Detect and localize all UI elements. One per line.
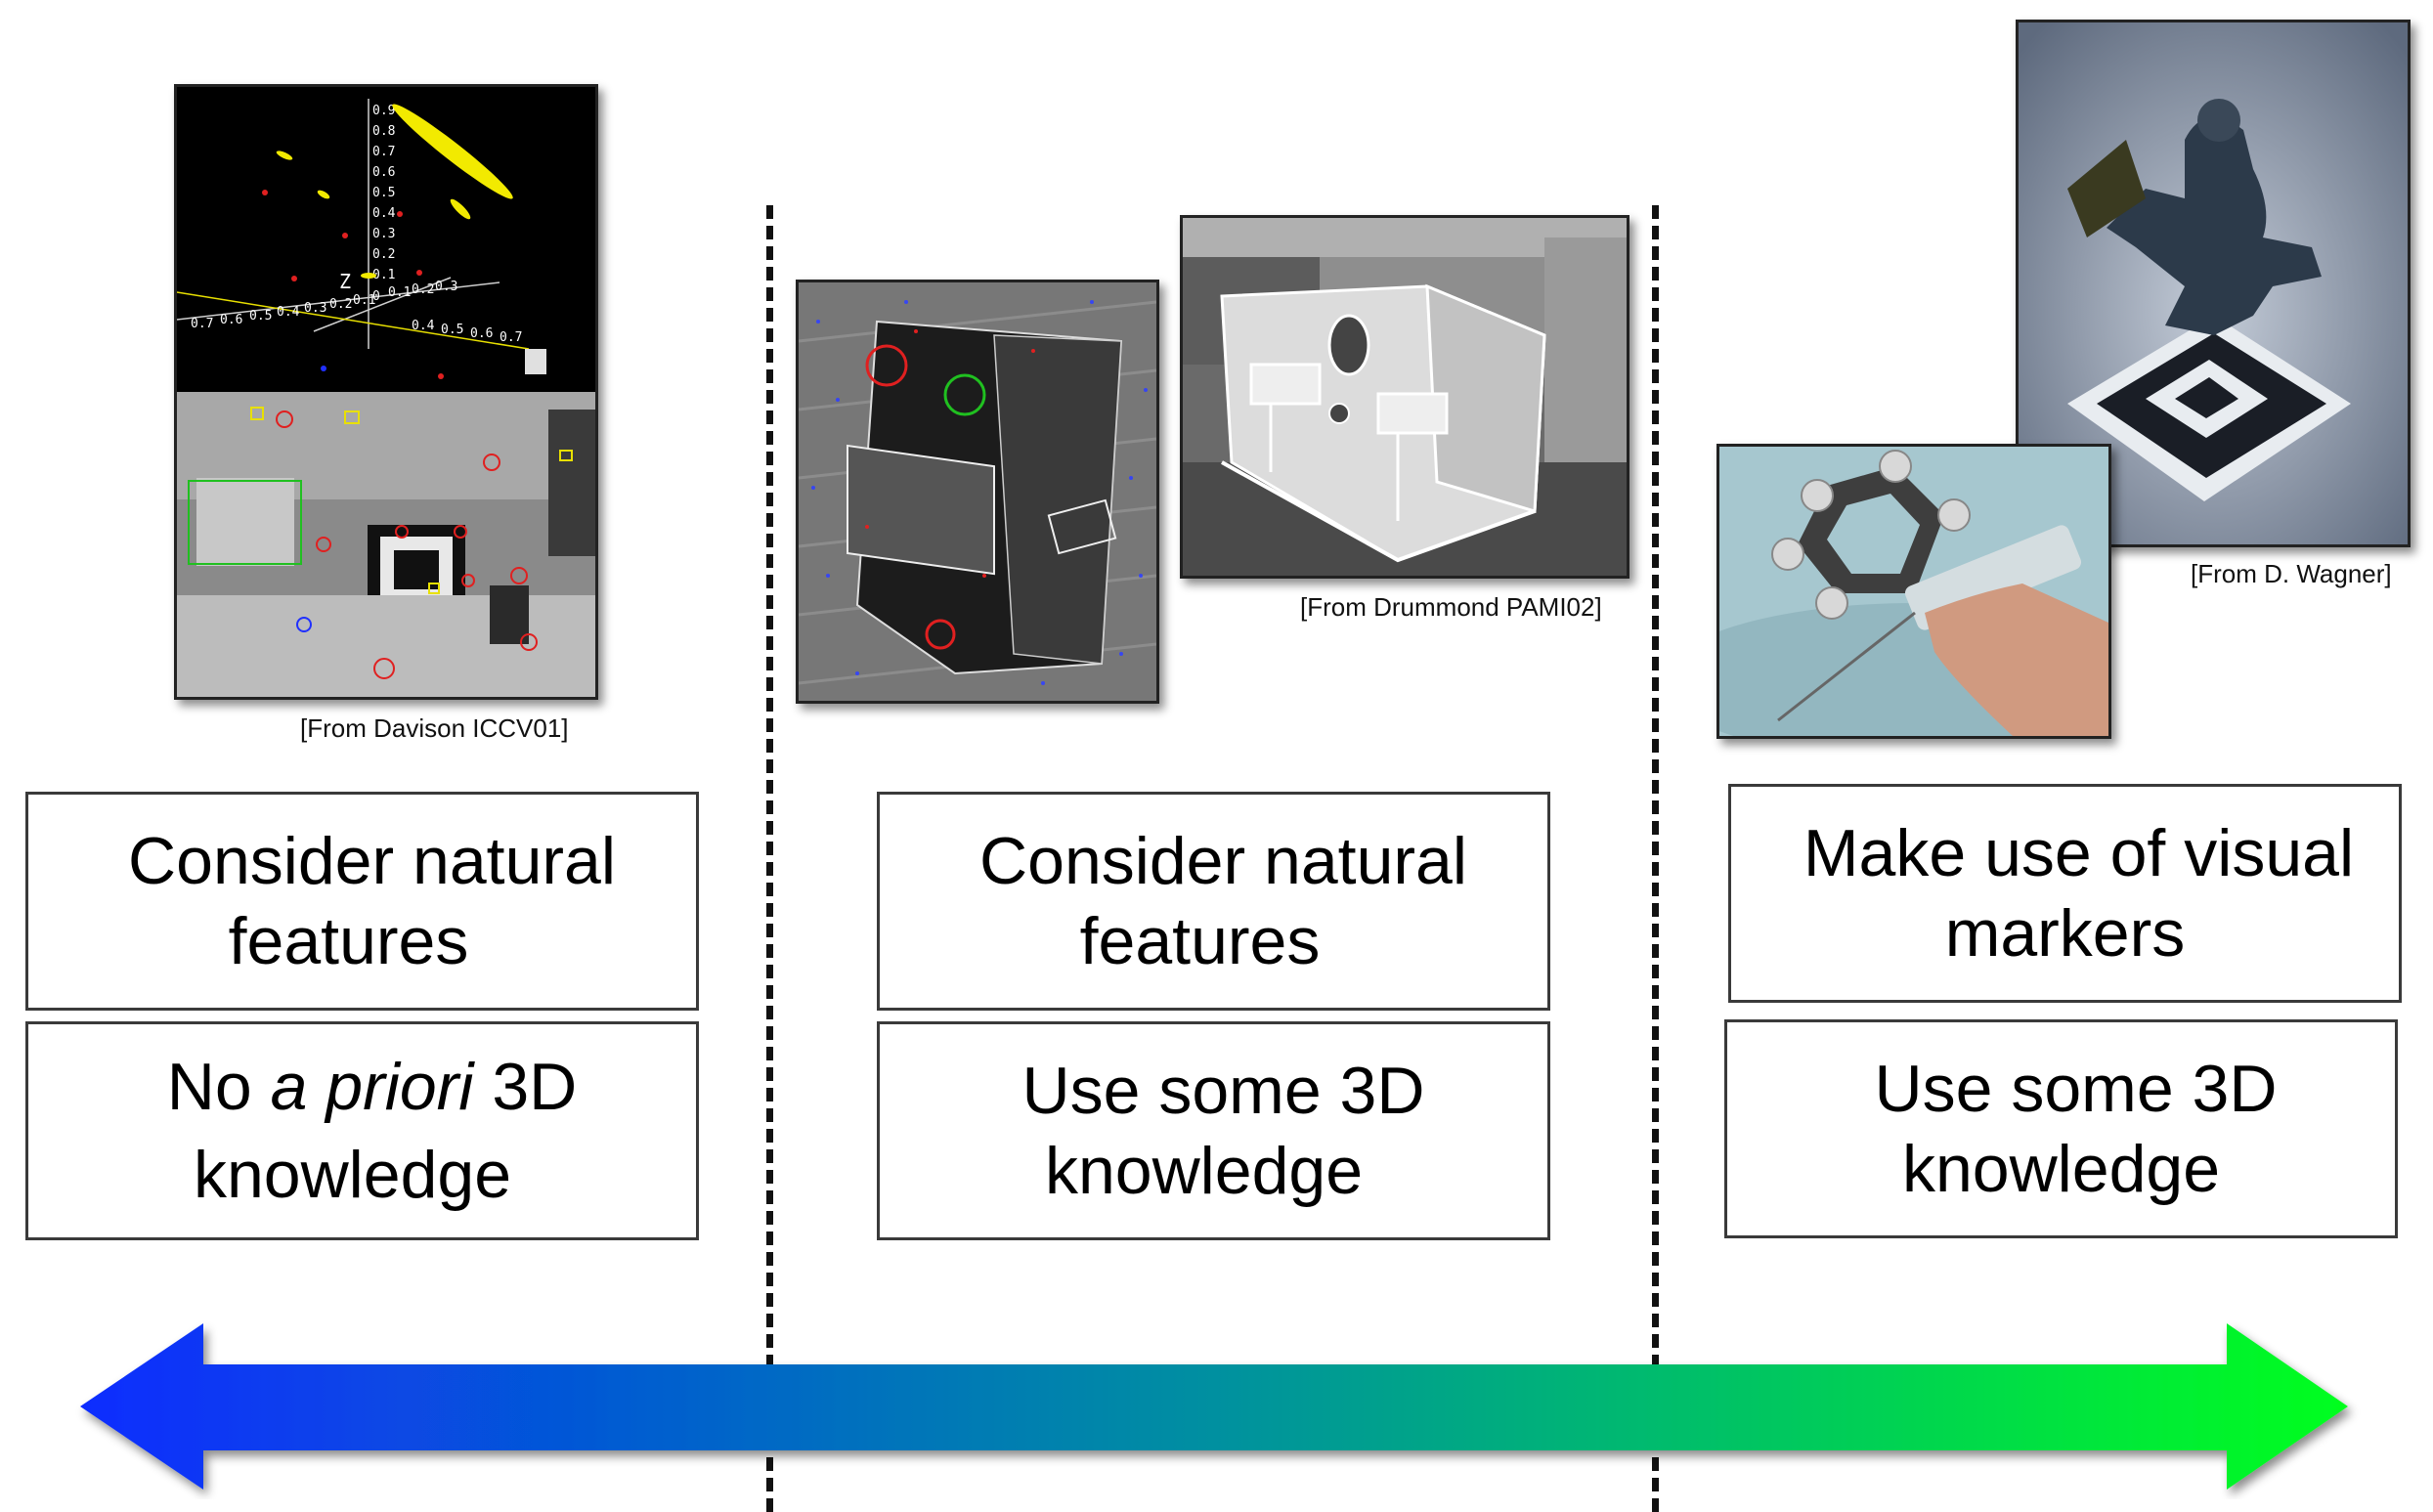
spectrum-double-arrow — [68, 1314, 2375, 1499]
plot-tick-h6: 0.2 — [329, 297, 352, 312]
right-feature-line2: markers — [1944, 896, 2186, 971]
plot-tick-h10: 0.2 — [412, 282, 434, 297]
left-feature-line1: Consider natural — [128, 824, 616, 898]
plot-tick-v3: 0.7 — [372, 145, 395, 159]
plot-tick-h12: 0.4 — [412, 319, 435, 333]
middle-feature-line2: features — [1079, 904, 1321, 978]
left-knowledge-line1: No a priori 3D — [167, 1047, 578, 1127]
plot-tick-v5: 0.5 — [372, 186, 395, 200]
divider-right — [1652, 205, 1659, 1512]
plot-tick-h5: 0.3 — [304, 301, 326, 316]
plot-tick-h8: 0 — [372, 289, 380, 304]
plot-tick-h2: 0.6 — [220, 313, 242, 327]
plot-axis-label: Z — [339, 270, 351, 293]
plot-tick-v6: 0.4 — [372, 206, 396, 221]
caption-wagner: [From D. Wagner] — [2191, 559, 2392, 588]
plot-tick-h7: 0.1 — [353, 293, 375, 308]
middle-feature-box: Consider natural features — [877, 792, 1550, 1011]
divider-left — [766, 205, 773, 1512]
right-feature-box: Make use of visual markers — [1728, 784, 2402, 1003]
plot-tick-v9: 0.1 — [372, 268, 395, 282]
plot-tick-h9: 0.1 — [388, 285, 411, 300]
left-knowledge-line2: knowledge — [193, 1138, 512, 1212]
left-feature-box: Consider natural features — [25, 792, 699, 1011]
middle-knowledge-line2: knowledge — [1044, 1134, 1364, 1208]
arrow-shape — [80, 1323, 2348, 1490]
plot-tick-h11: 0.3 — [435, 280, 457, 294]
middle-knowledge-line1: Use some 3D — [1021, 1054, 1425, 1128]
middle-knowledge-box: Use some 3D knowledge — [877, 1021, 1550, 1240]
plot-tick-v4: 0.6 — [372, 165, 395, 180]
plot-tick-h14: 0.6 — [470, 326, 493, 341]
davison-slam-image: 0.9 0.8 0.7 0.6 0.5 0.4 0.3 0.2 0.1 Z 0.… — [174, 84, 598, 700]
tracked-machine-image — [796, 280, 1159, 704]
left-knowledge-box: No a priori 3D knowledge — [25, 1021, 699, 1240]
drummond-model-image — [1180, 215, 1629, 579]
middle-feature-line1: Consider natural — [979, 824, 1467, 898]
plot-tick-v7: 0.3 — [372, 227, 395, 241]
left-knowledge-pre: No — [166, 1050, 271, 1124]
right-knowledge-line2: knowledge — [1901, 1132, 2221, 1206]
left-knowledge-em: a priori — [270, 1050, 474, 1124]
right-feature-line1: Make use of visual — [1803, 816, 2355, 890]
right-knowledge-box: Use some 3D knowledge — [1724, 1019, 2398, 1238]
caption-davison: [From Davison ICCV01] — [300, 713, 569, 743]
caption-drummond: [From Drummond PAMI02] — [1300, 592, 1602, 622]
plot-tick-h4: 0.4 — [277, 305, 300, 320]
plot-tick-v1: 0.9 — [372, 104, 395, 118]
plot-tick-h3: 0.5 — [249, 309, 272, 324]
plot-tick-h15: 0.7 — [500, 330, 522, 345]
plot-tick-v2: 0.8 — [372, 124, 395, 139]
right-knowledge-line1: Use some 3D — [1874, 1052, 2278, 1126]
plot-tick-h13: 0.5 — [441, 323, 463, 337]
plot-tick-v8: 0.2 — [372, 247, 395, 262]
plot-tick-h1: 0.7 — [191, 317, 213, 331]
left-feature-line2: features — [228, 904, 469, 978]
left-knowledge-post: 3D — [473, 1050, 578, 1124]
optical-marker-tool-image — [1716, 444, 2111, 739]
